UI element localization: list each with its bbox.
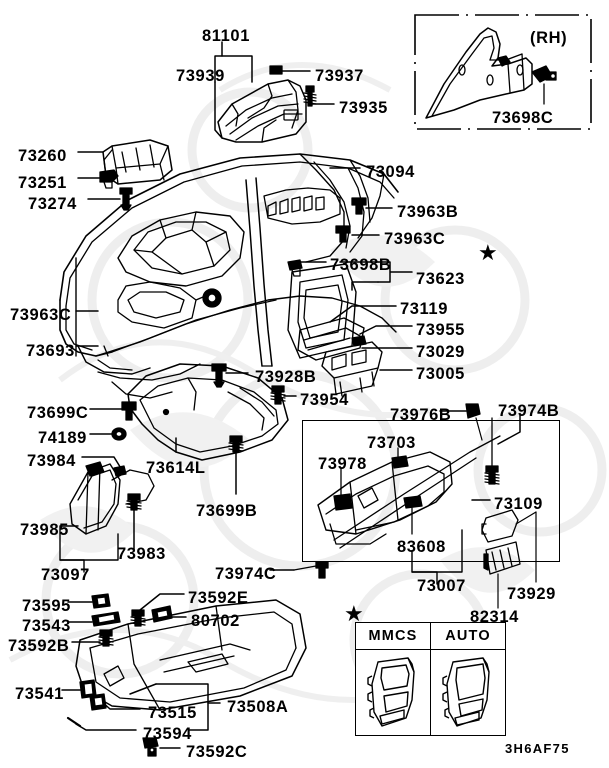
part-label-73703[interactable]: 73703 bbox=[367, 434, 416, 452]
part-label-73974b[interactable]: 73974B bbox=[498, 402, 560, 420]
part-label-73623[interactable]: 73623 bbox=[416, 270, 465, 288]
part-label-73508a[interactable]: 73508A bbox=[227, 698, 289, 716]
part-label-73595[interactable]: 73595 bbox=[22, 597, 71, 615]
part-label-73699c[interactable]: 73699C bbox=[27, 404, 89, 422]
variant-table-body bbox=[356, 650, 505, 735]
variant-cell-mmcs bbox=[356, 650, 431, 735]
part-label-73928b[interactable]: 73928B bbox=[255, 368, 317, 386]
part-label-73097[interactable]: 73097 bbox=[41, 566, 90, 584]
variant-cell-auto bbox=[431, 650, 505, 735]
part-label-73594[interactable]: 73594 bbox=[143, 725, 192, 743]
glovebox-side-group-box bbox=[302, 420, 560, 562]
part-label-73929[interactable]: 73929 bbox=[507, 585, 556, 603]
part-label-73693[interactable]: 73693 bbox=[26, 342, 75, 360]
part-label-82314[interactable]: 82314 bbox=[470, 608, 519, 626]
part-label-73592b[interactable]: 73592B bbox=[8, 637, 70, 655]
variant-column-auto: AUTO bbox=[445, 628, 491, 644]
part-label-73251[interactable]: 73251 bbox=[18, 174, 67, 192]
part-label-83608[interactable]: 83608 bbox=[397, 538, 446, 556]
part-label-73005[interactable]: 73005 bbox=[416, 365, 465, 383]
part-label-73937[interactable]: 73937 bbox=[315, 67, 364, 85]
part-label-73955[interactable]: 73955 bbox=[416, 321, 465, 339]
part-label-73592c[interactable]: 73592C bbox=[186, 743, 248, 761]
variant-column-mmcs: MMCS bbox=[356, 623, 431, 649]
part-label-81101[interactable]: 81101 bbox=[202, 27, 250, 45]
part-label-73939[interactable]: 73939 bbox=[176, 67, 225, 85]
diagram-code: 3H6AF75 bbox=[505, 741, 570, 756]
part-label-73985[interactable]: 73985 bbox=[20, 521, 69, 539]
part-label-73515[interactable]: 73515 bbox=[148, 704, 197, 722]
part-label-73698b[interactable]: 73698B bbox=[330, 256, 392, 274]
variant-table: MMCS AUTO bbox=[355, 622, 506, 736]
part-label-73007[interactable]: 73007 bbox=[417, 577, 466, 595]
part-label-73094[interactable]: 73094 bbox=[366, 163, 415, 181]
part-label-73974c[interactable]: 73974C bbox=[215, 565, 277, 583]
part-label-73260[interactable]: 73260 bbox=[18, 147, 67, 165]
part-label-73541[interactable]: 73541 bbox=[15, 685, 64, 703]
part-label-73699b[interactable]: 73699B bbox=[196, 502, 258, 520]
rh-inset-box: (RH) 73698C bbox=[414, 14, 592, 130]
part-label-73614l[interactable]: 73614L bbox=[146, 459, 206, 477]
part-label-73978[interactable]: 73978 bbox=[318, 455, 367, 473]
part-label-73963c-r[interactable]: 73963C bbox=[384, 230, 446, 248]
part-label-73029[interactable]: 73029 bbox=[416, 343, 465, 361]
part-label-73963b[interactable]: 73963B bbox=[397, 203, 459, 221]
part-label-73954[interactable]: 73954 bbox=[300, 391, 349, 409]
part-label-73109[interactable]: 73109 bbox=[494, 495, 543, 513]
star-marker-lower: ★ bbox=[344, 601, 364, 626]
part-label-73592e[interactable]: 73592E bbox=[188, 589, 249, 607]
variant-table-header: MMCS AUTO bbox=[356, 623, 505, 650]
part-label-73543[interactable]: 73543 bbox=[22, 617, 71, 635]
part-label-73963c-l[interactable]: 73963C bbox=[10, 306, 72, 324]
star-marker-upper: ★ bbox=[478, 240, 498, 265]
part-label-73274[interactable]: 73274 bbox=[28, 195, 77, 213]
part-label-73119[interactable]: 73119 bbox=[400, 300, 448, 318]
part-label-80702[interactable]: 80702 bbox=[191, 612, 240, 630]
part-label-73935[interactable]: 73935 bbox=[339, 99, 388, 117]
rh-side-label: (RH) bbox=[530, 29, 568, 47]
part-label-74189[interactable]: 74189 bbox=[38, 429, 87, 447]
part-label-73976b[interactable]: 73976B bbox=[390, 406, 452, 424]
part-label-73983[interactable]: 73983 bbox=[117, 545, 166, 563]
inset-part-73698c: 73698C bbox=[492, 109, 554, 127]
part-label-73984[interactable]: 73984 bbox=[27, 452, 76, 470]
